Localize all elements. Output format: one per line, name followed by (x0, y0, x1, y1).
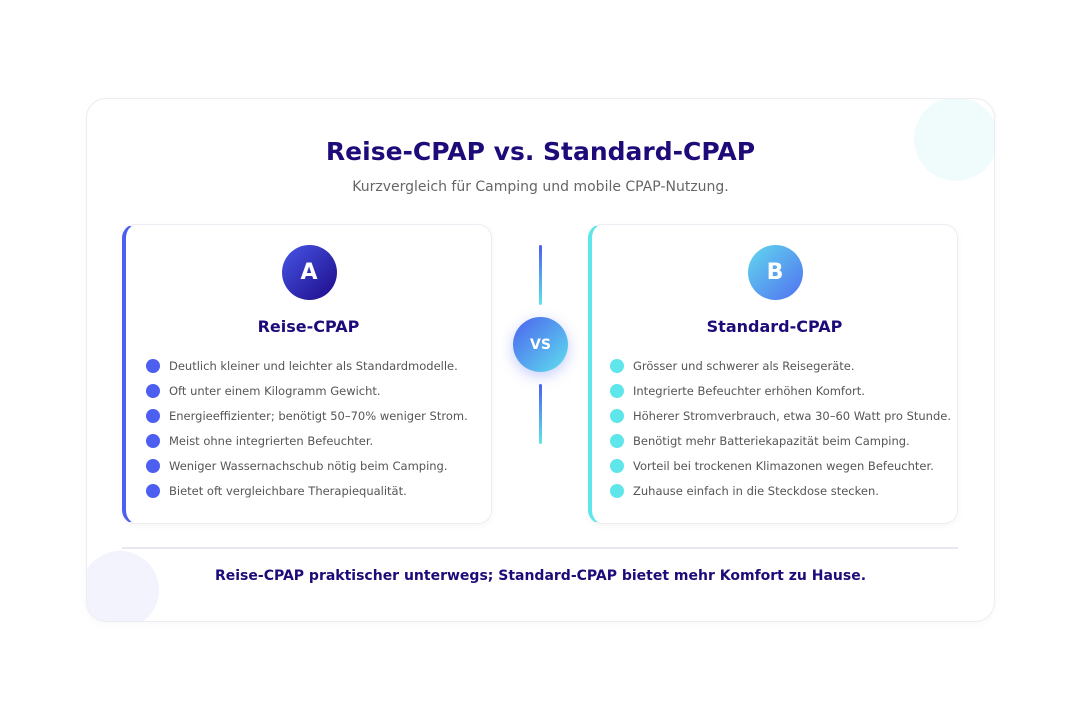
panel-title: Reise-CPAP (257, 317, 360, 336)
bullet-icon (146, 483, 160, 498)
bullet-icon (146, 358, 160, 373)
list-item: Benötigt mehr Batteriekapazität beim Cam… (610, 428, 951, 453)
feature-list: Deutlich kleiner und leichter als Standa… (146, 353, 468, 503)
list-item: Meist ohne integrierten Befeuchter. (146, 428, 468, 453)
list-item: Energieeffizienter; benötigt 50–70% weni… (146, 403, 468, 428)
bullet-icon (146, 383, 160, 398)
bullet-icon (610, 383, 624, 398)
item-text: Zuhause einfach in die Steckdose stecken… (633, 483, 879, 498)
item-text: Grösser und schwerer als Reisegeräte. (633, 358, 855, 373)
item-text: Energieeffizienter; benötigt 50–70% weni… (169, 408, 468, 423)
item-text: Meist ohne integrierten Befeuchter. (169, 433, 374, 448)
badge-b: B (747, 245, 803, 300)
item-text: Weniger Wassernachschub nötig beim Campi… (169, 458, 448, 473)
list-item: Höherer Stromverbrauch, etwa 30–60 Watt … (610, 403, 951, 428)
list-item: Bietet oft vergleichbare Therapiequalitä… (146, 478, 468, 503)
item-text: Oft unter einem Kilogramm Gewicht. (169, 383, 381, 398)
comparison-card: Reise-CPAP vs. Standard-CPAP Kurzverglei… (86, 98, 995, 622)
item-text: Deutlich kleiner und leichter als Standa… (169, 358, 458, 373)
list-item: Integrierte Befeuchter erhöhen Komfort. (610, 378, 951, 403)
item-text: Vorteil bei trockenen Klimazonen wegen B… (633, 458, 934, 473)
bullet-icon (610, 408, 624, 423)
bullet-icon (610, 358, 624, 373)
list-item: Deutlich kleiner und leichter als Standa… (146, 353, 468, 378)
list-item: Vorteil bei trockenen Klimazonen wegen B… (610, 453, 951, 478)
item-text: Benötigt mehr Batteriekapazität beim Cam… (633, 433, 910, 448)
item-text: Höherer Stromverbrauch, etwa 30–60 Watt … (633, 408, 952, 423)
panel-title: Standard-CPAP (706, 317, 843, 336)
decorative-circle (87, 551, 159, 621)
bullet-icon (146, 408, 160, 423)
bullet-icon (146, 458, 160, 473)
feature-list: Grösser und schwerer als Reisegeräte. In… (610, 353, 951, 503)
connector-line (539, 245, 542, 305)
list-item: Oft unter einem Kilogramm Gewicht. (146, 378, 468, 403)
bullet-icon (610, 458, 624, 473)
panel-standard-cpap: B Standard-CPAP Grösser und schwerer als… (588, 224, 958, 524)
list-item: Grösser und schwerer als Reisegeräte. (610, 353, 951, 378)
item-text: Integrierte Befeuchter erhöhen Komfort. (633, 383, 865, 398)
divider (122, 547, 958, 549)
panel-reise-cpap: A Reise-CPAP Deutlich kleiner und leicht… (122, 224, 492, 524)
vs-badge: VS (513, 317, 568, 372)
page-subtitle: Kurzvergleich für Camping und mobile CPA… (352, 179, 729, 195)
bullet-icon (610, 433, 624, 448)
list-item: Weniger Wassernachschub nötig beim Campi… (146, 453, 468, 478)
decorative-circle (914, 99, 994, 181)
list-item: Zuhause einfach in die Steckdose stecken… (610, 478, 951, 503)
badge-a: A (281, 245, 337, 300)
bullet-icon (146, 433, 160, 448)
connector-line (539, 384, 542, 444)
summary-text: Reise-CPAP praktischer unterwegs; Standa… (214, 568, 867, 584)
bullet-icon (610, 483, 624, 498)
page-title: Reise-CPAP vs. Standard-CPAP (325, 137, 756, 166)
item-text: Bietet oft vergleichbare Therapiequalitä… (169, 483, 407, 498)
